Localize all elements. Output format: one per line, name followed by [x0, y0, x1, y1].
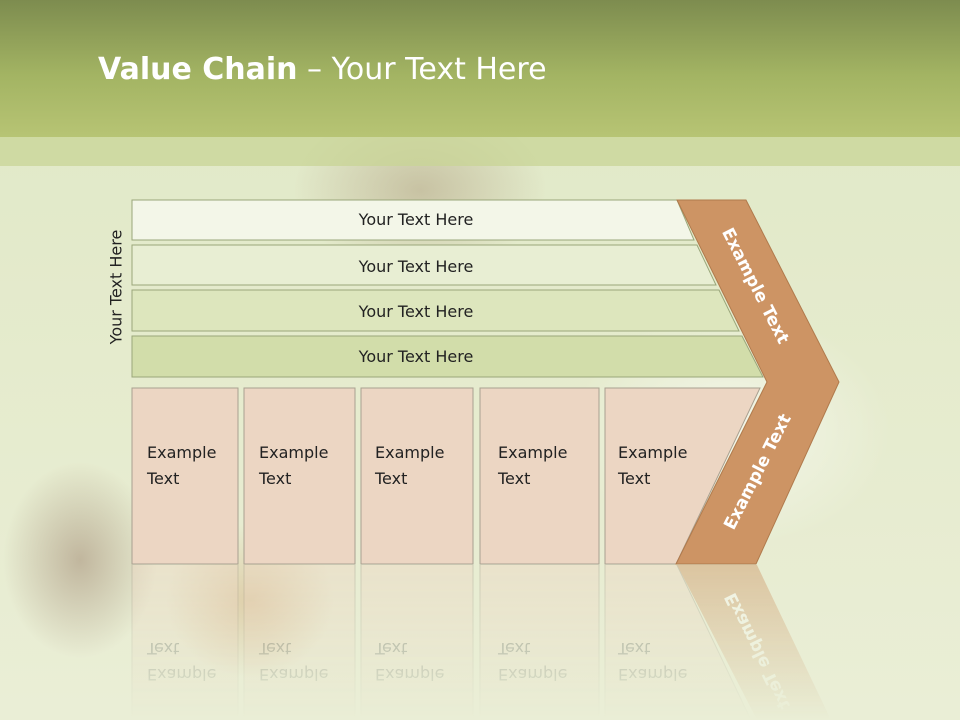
- activity-box-4: [479, 387, 600, 565]
- row-label-4: Your Text Here: [358, 347, 474, 366]
- title-bar: [0, 0, 960, 137]
- box-1-line1: Example: [147, 443, 216, 462]
- slide-title: Value Chain – Your Text Here: [98, 52, 547, 87]
- svg-text:Example: Example: [259, 665, 328, 684]
- svg-text:Text: Text: [617, 639, 650, 658]
- activity-box-2: [243, 387, 356, 565]
- svg-text:Text: Text: [497, 639, 530, 658]
- activity-box-3: [360, 387, 474, 565]
- svg-text:Example: Example: [498, 665, 567, 684]
- row-bar-3: [131, 289, 740, 332]
- box-3-line1: Example: [375, 443, 444, 462]
- title-rest: – Your Text Here: [297, 52, 547, 87]
- svg-text:Example: Example: [375, 665, 444, 684]
- title-bold: Value Chain: [98, 52, 298, 87]
- box-3-line2: Text: [374, 469, 407, 488]
- svg-text:Text: Text: [146, 639, 179, 658]
- svg-text:Example: Example: [147, 665, 216, 684]
- activity-box-1: [131, 387, 239, 565]
- row-bar-1: [131, 199, 695, 241]
- svg-text:Text: Text: [258, 639, 291, 658]
- box-1-line2: Text: [146, 469, 179, 488]
- activity-boxes: [131, 387, 761, 565]
- row-label-3: Your Text Here: [358, 302, 474, 321]
- row-bars: [131, 199, 764, 378]
- reflection: Example Text Example Text Example Text Exam…: [131, 562, 831, 720]
- svg-text:Example: Example: [618, 665, 687, 684]
- title-band: [0, 137, 960, 166]
- box-2-line2: Text: [258, 469, 291, 488]
- row-label-2: Your Text Here: [358, 257, 474, 276]
- box-5-line2: Text: [617, 469, 650, 488]
- box-5-line1: Example: [618, 443, 687, 462]
- box-4-line1: Example: [498, 443, 567, 462]
- row-bar-4: [131, 335, 764, 378]
- row-label-1: Your Text Here: [358, 210, 474, 229]
- row-bar-2: [131, 244, 717, 286]
- chevron-arrow: [675, 199, 840, 565]
- svg-text:Text: Text: [374, 639, 407, 658]
- box-4-line2: Text: [497, 469, 530, 488]
- box-2-line1: Example: [259, 443, 328, 462]
